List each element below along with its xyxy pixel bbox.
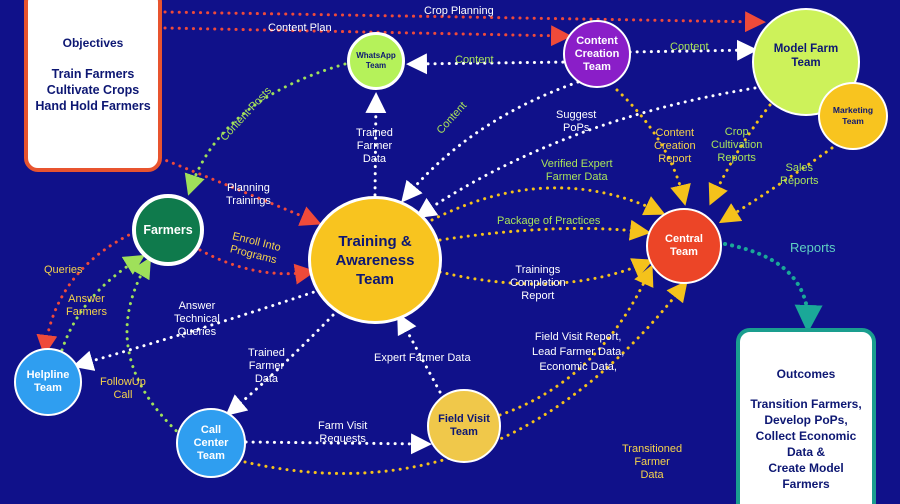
link-content-to-model — [628, 39, 758, 61]
link-package — [438, 219, 651, 242]
outcome-item: Farmers — [782, 477, 830, 491]
node-farmers: Farmers — [132, 194, 204, 266]
objective-item: Train Farmers — [51, 67, 135, 81]
link-tcr — [438, 258, 654, 286]
objectives-box: Objectives Train Farmers Cultivate Crops… — [24, 0, 162, 172]
link-queries — [36, 230, 137, 356]
link-crop-planning — [163, 10, 766, 33]
link-trained-to-call — [225, 308, 340, 416]
link-content-plan — [163, 25, 572, 47]
link-expert-farmer — [397, 312, 442, 394]
objective-item: Hand Hold Farmers — [35, 99, 151, 113]
link-content-to-whatsapp — [406, 53, 572, 75]
link-field-visit-report — [498, 264, 654, 417]
label-queries: Queries — [44, 264, 83, 276]
link-answer-farmers — [60, 254, 146, 352]
outcome-item: Develop PoPs, — [764, 413, 848, 427]
link-answer-technical — [72, 288, 322, 371]
label-package-of-practices: Package of Practices — [497, 215, 601, 227]
link-trained-to-whatsapp — [365, 92, 387, 197]
label-expert-farmer-data: Expert Farmer Data — [374, 352, 471, 364]
label-content-top: Content — [670, 41, 709, 53]
objectives-title: Objectives — [62, 36, 124, 50]
outcomes-title: Outcomes — [776, 367, 836, 381]
objective-item: Cultivate Crops — [46, 83, 140, 97]
outcomes-box: Outcomes Transition Farmers, Develop PoP… — [736, 328, 876, 504]
outcome-item: Create Model — [768, 461, 844, 475]
label-field-visit-report: Field Visit Report,Lead Farmer Data,Econ… — [532, 331, 625, 373]
link-sales — [718, 146, 834, 224]
link-content-posts — [184, 62, 347, 196]
link-crop-cultivation — [708, 103, 772, 206]
link-verified — [430, 186, 666, 222]
label-content-left: Content — [455, 54, 494, 66]
label-crop-planning: Crop Planning — [424, 5, 494, 17]
link-suggest-pops — [415, 86, 757, 219]
link-followup — [125, 256, 194, 447]
outcome-item: Transition Farmers, — [750, 397, 862, 411]
outcome-item: Data & — [786, 445, 825, 459]
link-enroll — [198, 248, 316, 285]
link-farm-visit-requests — [244, 433, 432, 455]
link-reports — [723, 242, 823, 333]
label-content-plan: Content Plan — [268, 22, 332, 34]
link-content-diag — [401, 80, 580, 203]
link-planning-trainings — [158, 156, 322, 226]
outcome-item: Collect Economic — [755, 429, 857, 443]
label-reports: Reports — [790, 240, 836, 255]
